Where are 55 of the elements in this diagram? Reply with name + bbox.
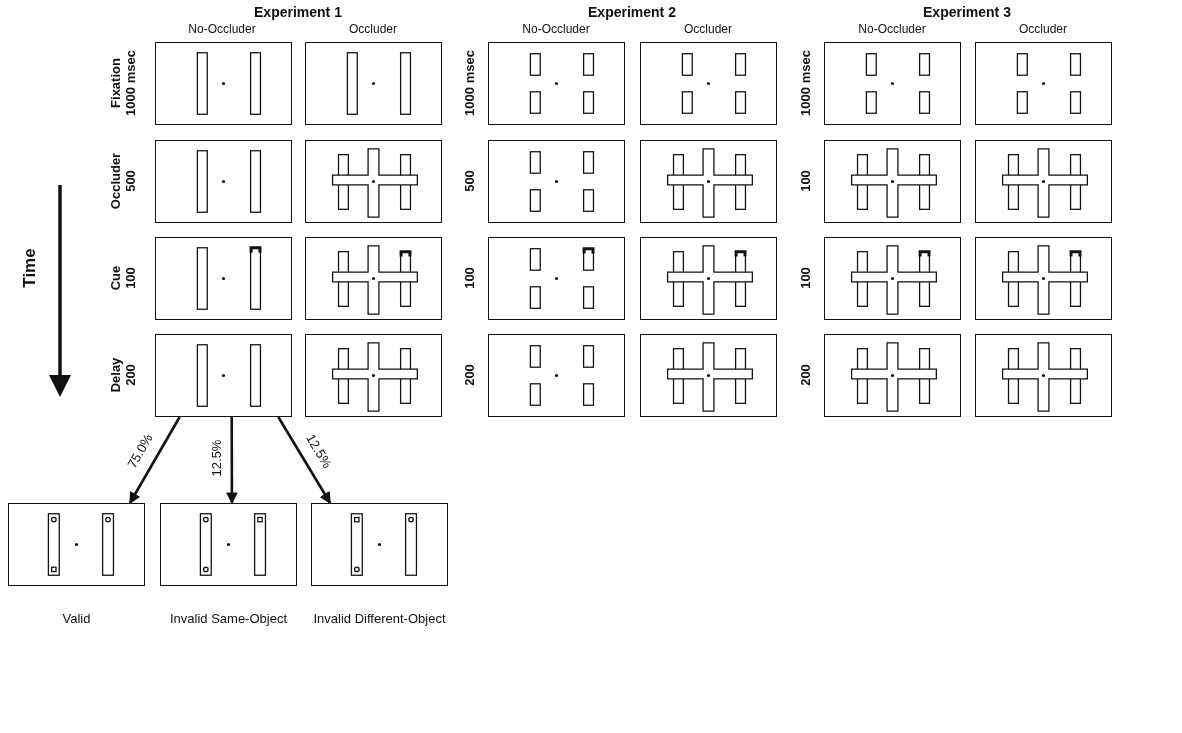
display-panel (8, 503, 145, 586)
row-label: 200 (462, 364, 478, 386)
outcome-label: Valid (61, 610, 92, 628)
display-panel (155, 140, 292, 223)
row-label: 100 (462, 267, 478, 289)
row-label: 500 (462, 170, 478, 192)
arrow (277, 416, 332, 504)
experiment-title: Experiment 2 (588, 3, 676, 21)
row-label: Fixation 1000 msec (109, 50, 139, 116)
display-panel (488, 140, 625, 223)
column-header: No-Occluder (858, 23, 926, 37)
column-header: No-Occluder (522, 23, 590, 37)
display-panel (975, 334, 1112, 417)
outcome-label: Invalid Different-Object (312, 610, 447, 628)
row-label: Delay 200 (109, 357, 139, 393)
column-header: Occluder (349, 23, 397, 37)
display-panel (155, 237, 292, 320)
display-panel (824, 140, 961, 223)
display-panel (824, 334, 961, 417)
display-panel (160, 503, 297, 586)
display-panel (975, 140, 1112, 223)
arrow (226, 417, 238, 505)
display-panel (488, 42, 625, 125)
column-header: Occluder (1019, 23, 1067, 37)
display-panel (640, 42, 777, 125)
experiment-title: Experiment 3 (923, 3, 1011, 21)
row-label: 1000 msec (798, 50, 814, 116)
display-panel (640, 140, 777, 223)
display-panel (155, 42, 292, 125)
display-panel (305, 334, 442, 417)
column-header: Occluder (684, 23, 732, 37)
row-label: 1000 msec (462, 50, 478, 116)
display-panel (975, 237, 1112, 320)
row-label: Occluder 500 (109, 152, 139, 210)
column-header: No-Occluder (188, 23, 256, 37)
display-panel (488, 334, 625, 417)
display-panel (305, 42, 442, 125)
display-panel (640, 334, 777, 417)
axis-label: Time (20, 248, 40, 288)
display-panel (640, 237, 777, 320)
display-panel (305, 140, 442, 223)
display-panel (488, 237, 625, 320)
display-panel (155, 334, 292, 417)
row-label: 200 (798, 364, 814, 386)
row-label: 100 (798, 267, 814, 289)
display-panel (305, 237, 442, 320)
row-label: 100 (798, 170, 814, 192)
arrow (128, 416, 181, 504)
row-label: Cue 100 (109, 265, 139, 291)
display-panel (824, 42, 961, 125)
display-panel (975, 42, 1112, 125)
display-panel (311, 503, 448, 586)
display-panel (824, 237, 961, 320)
experiment-title: Experiment 1 (254, 3, 342, 21)
outcome-label: Invalid Same-Object (168, 610, 289, 628)
